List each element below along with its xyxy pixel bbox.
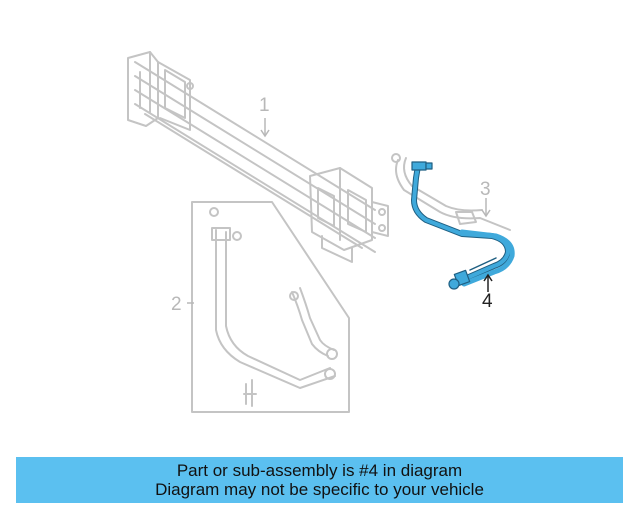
callout-part-2: 2 bbox=[171, 294, 182, 315]
callout-part-1: 1 bbox=[259, 95, 270, 116]
hose-kit-part-2[interactable] bbox=[191, 201, 350, 413]
leader-lines bbox=[187, 118, 493, 304]
parts-diagram bbox=[127, 51, 515, 413]
callout-part-3: 3 bbox=[480, 179, 491, 200]
highlighted-hose-part-4[interactable] bbox=[411, 161, 515, 290]
info-banner: Part or sub-assembly is #4 in diagram Di… bbox=[16, 457, 623, 503]
banner-line-1: Part or sub-assembly is #4 in diagram bbox=[176, 461, 463, 480]
callout-part-4: 4 bbox=[482, 291, 493, 312]
oil-cooler-part-1[interactable] bbox=[127, 51, 389, 263]
banner-line-2: Diagram may not be specific to your vehi… bbox=[155, 480, 484, 499]
cooler-line-part-3[interactable] bbox=[391, 153, 511, 231]
